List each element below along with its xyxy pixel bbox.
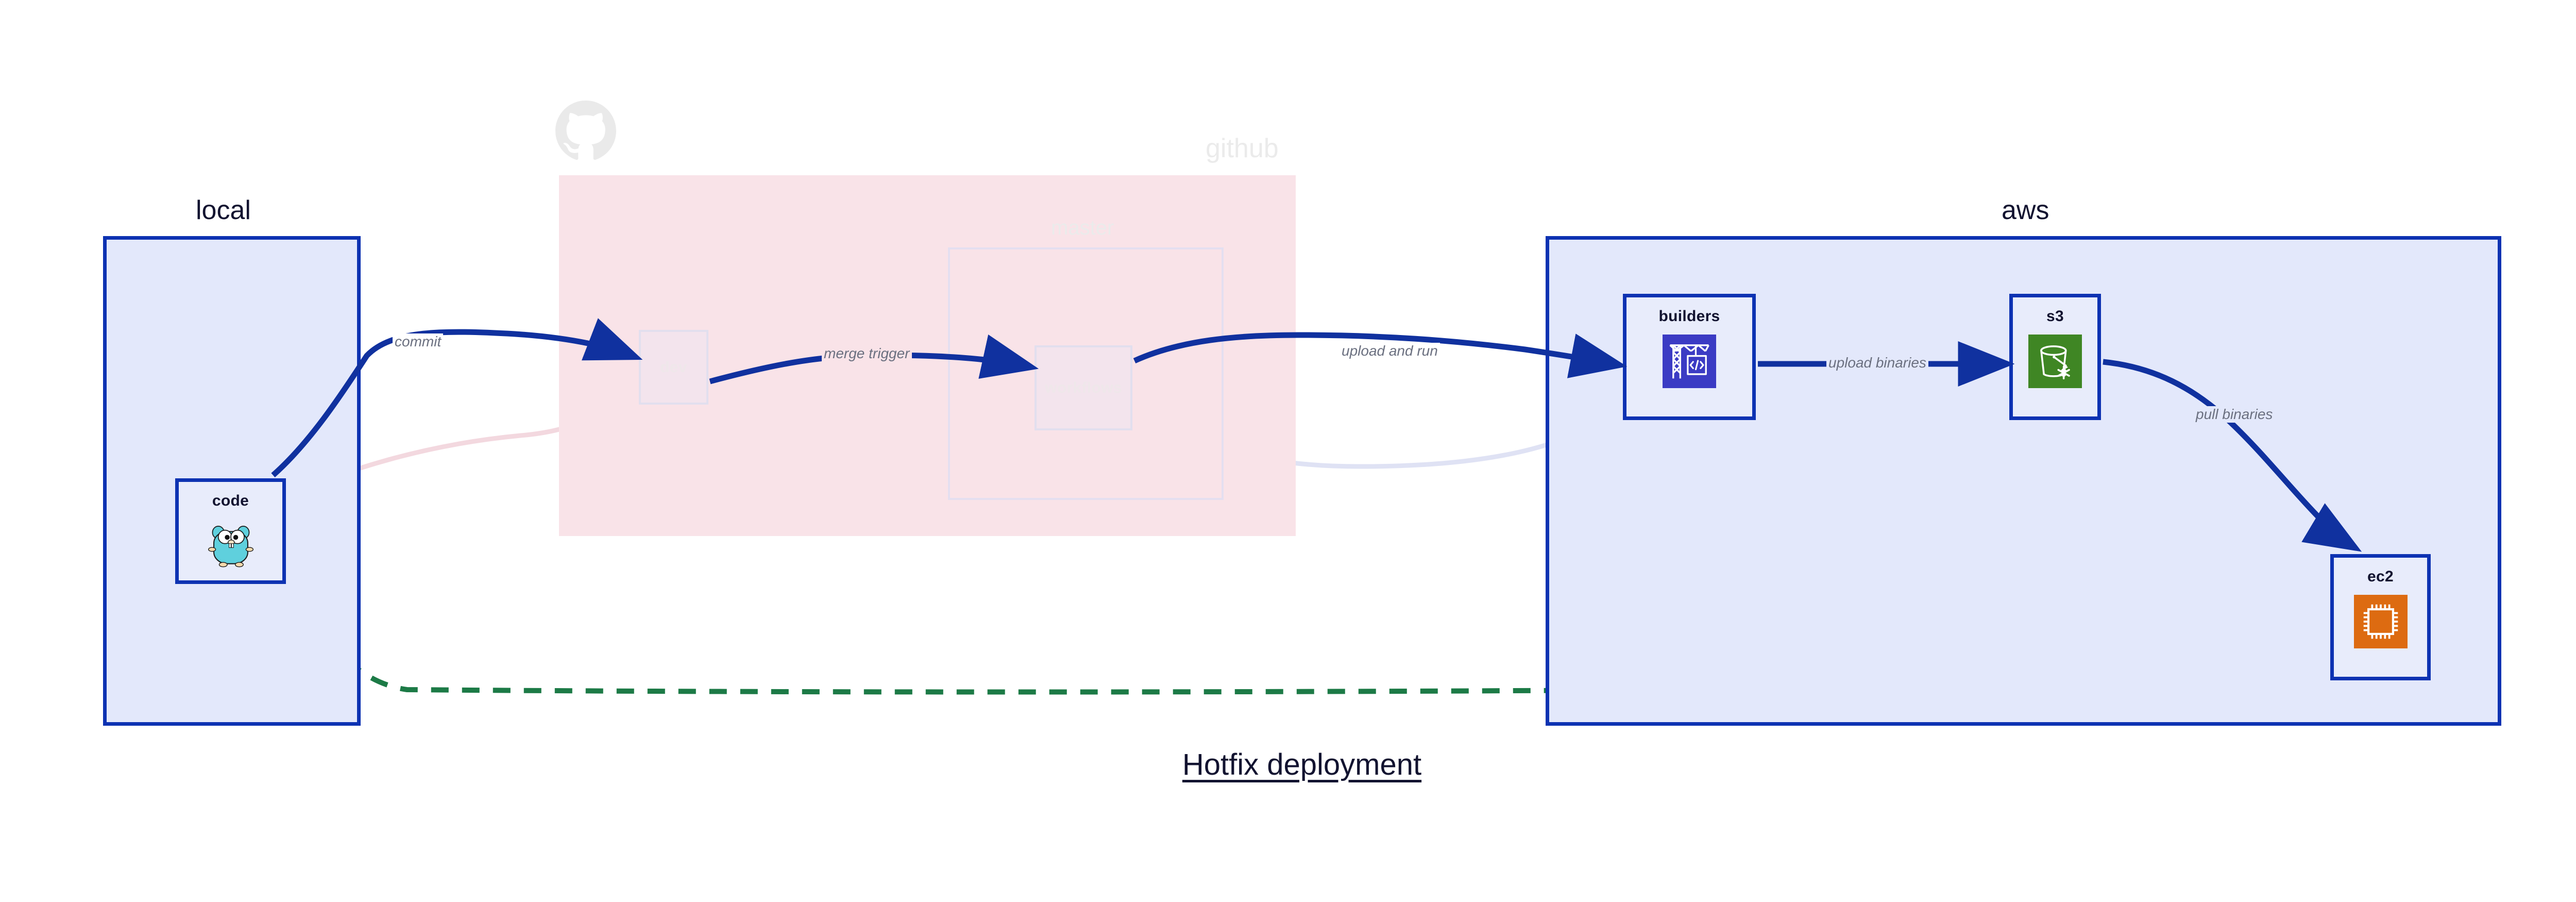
edge-label-upload-and-run: upload and run: [1340, 343, 1440, 359]
node-label-code: code: [212, 492, 249, 509]
aws-s3-glacier-icon: [2028, 335, 2082, 388]
node-label-workflows: workflows: [1045, 379, 1122, 396]
node-label-s3: s3: [2046, 308, 2064, 325]
subgroup-master: [948, 247, 1224, 500]
edge-label-pull-binaries: pull binaries: [2194, 406, 2275, 423]
subgroup-label-master: master: [1051, 216, 1114, 239]
node-dev[interactable]: dev: [639, 330, 708, 405]
node-ec2[interactable]: ec2: [2330, 554, 2431, 680]
edge-commit: [271, 318, 643, 478]
edge-upload-and-run: [1133, 332, 1628, 378]
aws-ec2-icon: [2353, 595, 2408, 648]
diagram-title: Hotfix deployment: [1182, 748, 1422, 781]
group-label-github: github: [1206, 133, 1279, 163]
group-label-local: local: [196, 195, 251, 225]
node-label-dev: dev: [660, 358, 687, 376]
node-workflows[interactable]: workflows: [1035, 345, 1132, 430]
node-code[interactable]: code: [175, 478, 286, 584]
edge-hotfix-direct: [286, 586, 2331, 695]
go-gopher-icon: [204, 519, 258, 573]
node-s3[interactable]: s3: [2009, 294, 2101, 420]
edge-label-merge-trigger: merge trigger: [822, 345, 912, 362]
group-label-aws: aws: [2002, 195, 2049, 225]
edge-pull-binaries: [2103, 359, 2362, 552]
node-label-builders: builders: [1658, 308, 1720, 325]
github-octocat-icon: [555, 101, 616, 161]
node-label-ec2: ec2: [2367, 568, 2394, 585]
aws-codebuild-icon: [1663, 335, 1716, 388]
edge-label-commit: commit: [393, 333, 444, 350]
edge-label-upload-binaries: upload binaries: [1826, 355, 1928, 371]
